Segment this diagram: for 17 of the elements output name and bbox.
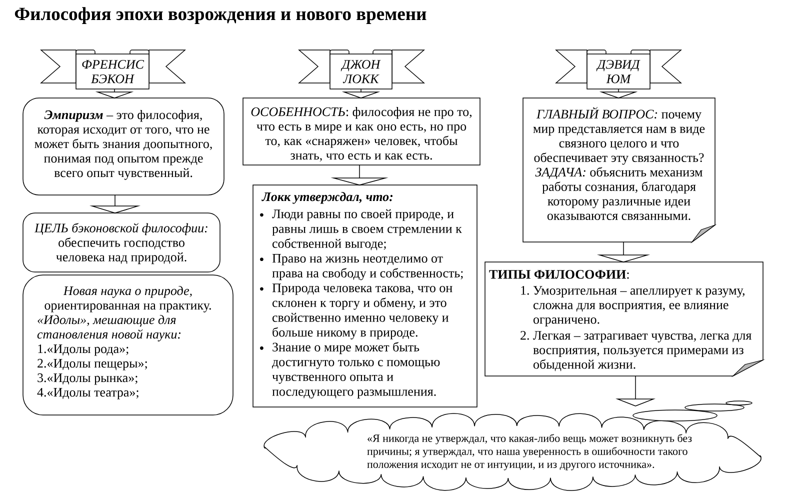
- ribbon-banner: ДЖОН ЛОКК: [298, 50, 426, 90]
- arrow: [596, 242, 650, 262]
- ribbon-banner: ФРЕНСИС БЭКОН: [40, 50, 186, 90]
- text-box: Локк утверждал, что: Люди равны по своей природе, и равны лишь в своем стремлении к собственной выгоде; Право на жизнь неотделимо от права на свободу и собственность; Природа человека такова, что он склонен к торгу и обмену, и это свойственно именно человеку и больше никому в природе. Знание о мире может быть достигнуто только с помощью чувственного опыта и последующего размышления.: [252, 184, 478, 408]
- arrow: [616, 376, 656, 406]
- thought-cloud: «Я никогда не утверждал, что какая-либо вещь может возникнуть без причины; я утверждал, что наша уверенность в ошибочности такого положения исходит не от интуиции, и из другого источника».: [264, 400, 762, 491]
- rounded-box: Эмпиризм – это философия, которая исходит от того, что не может быть знания доопытного, понимая под опытом прежде всего опыт чувственный.: [22, 98, 224, 196]
- arrow: [599, 88, 638, 98]
- arrow: [330, 164, 388, 186]
- arrow: [95, 88, 134, 98]
- title: Философия эпохи возрождения и нового времени: [14, 7, 426, 24]
- rounded-box: ЦЕЛЬ бэконовской философии: обеспечить господство человека над природой.: [22, 212, 220, 272]
- rounded-box: Новая наука о природе, ориентированная на практику. «Идолы», мешающие для становления новой науки: 1.«Идолы рода»; 2.«Идолы пещеры»; 3.«Идолы рынка»; 4.«Идолы театра»;: [22, 274, 234, 416]
- arrow: [342, 88, 380, 98]
- ribbon-banner: ДЭВИД ЮМ: [555, 50, 682, 90]
- text-box: ОСОБЕННОСТЬ: философия не про то, что есть в мире и как оно есть, но про то, как «снаряжен» человек, чтобы знать, что есть и как есть.: [242, 98, 480, 166]
- arrow: [89, 194, 141, 214]
